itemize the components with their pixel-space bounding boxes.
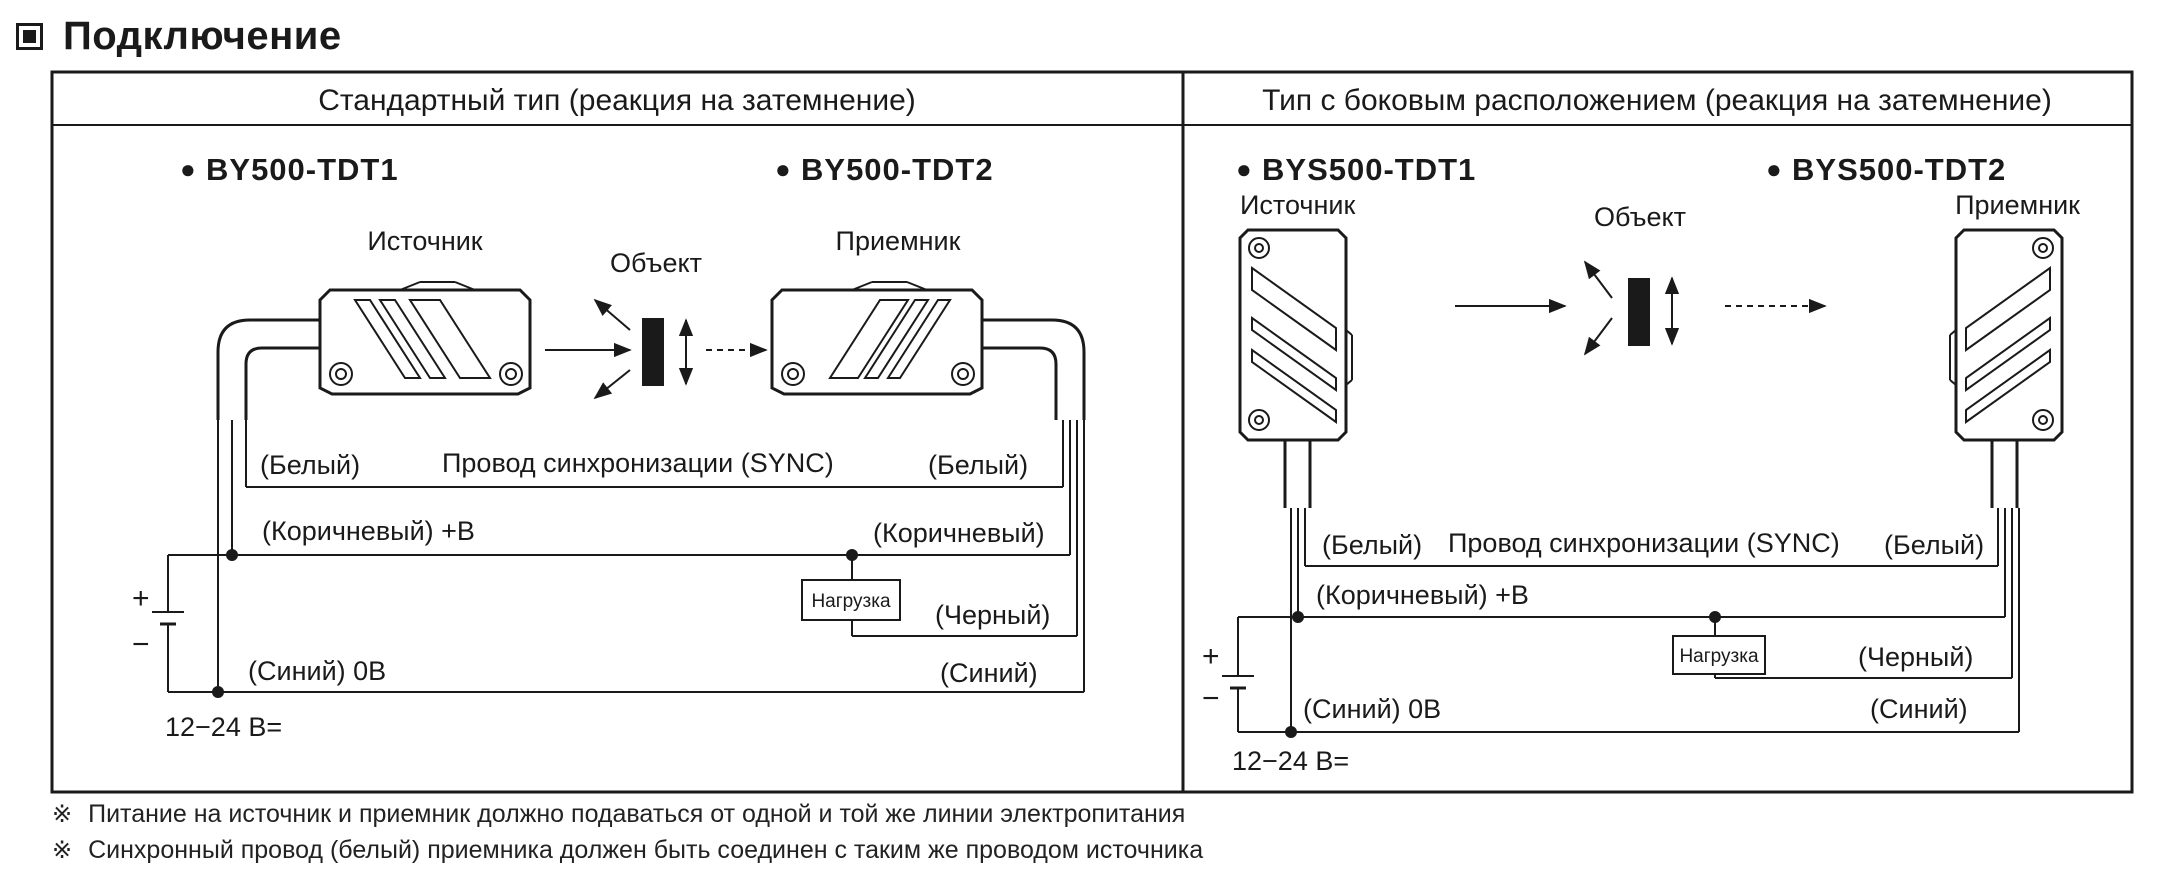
target-object — [1455, 260, 1827, 356]
model-bullet: ● — [1236, 154, 1252, 184]
blue-wire-label-left: (Синий) 0В — [1303, 694, 1441, 724]
model-bullet: ● — [1766, 154, 1782, 184]
section-heading: Подключение — [16, 8, 342, 64]
plus-sign: + — [132, 582, 150, 615]
supply-voltage: 12−24 В= — [165, 712, 282, 742]
model-by500-tdt1: BY500-TDT1 — [206, 152, 399, 187]
receiver-sensor — [770, 281, 1086, 420]
object-label: Объект — [1594, 202, 1686, 232]
blue-wire-label-right: (Синий) — [1870, 694, 1968, 724]
white-wire-label-left: (Белый) — [1322, 530, 1422, 560]
receiver-label: Приемник — [1955, 190, 2080, 220]
left-wiring — [152, 420, 1085, 698]
footnote-2: ※ Синхронный провод (белый) приемника до… — [52, 836, 1203, 865]
emitter-sensor — [216, 281, 532, 420]
minus-sign: − — [132, 628, 150, 661]
blue-wire-label-right: (Синий) — [940, 658, 1038, 688]
blue-wire-label-left: (Синий) 0В — [248, 656, 386, 686]
right-panel: Тип с боковым расположением (реакция на … — [1202, 84, 2080, 776]
reference-mark-icon: ※ — [52, 837, 73, 864]
side-emitter-sensor — [1238, 228, 1353, 508]
left-panel: Стандартный тип (реакция на затемнение) … — [132, 84, 1086, 742]
load-label: Нагрузка — [811, 591, 891, 612]
white-wire-label-right: (Белый) — [928, 450, 1028, 480]
emitter-label: Источник — [1240, 190, 1355, 220]
sync-wire-label: Провод синхронизации (SYNC) — [442, 448, 834, 478]
model-bullet: ● — [180, 154, 196, 184]
right-panel-title: Тип с боковым расположением (реакция на … — [1262, 84, 2052, 117]
minus-sign: − — [1202, 682, 1220, 715]
model-bys500-tdt1: BYS500-TDT1 — [1262, 152, 1476, 187]
object-label: Объект — [610, 248, 702, 278]
heading-title: Подключение — [63, 13, 342, 58]
side-receiver-sensor — [1949, 228, 2064, 508]
sync-wire-label: Провод синхронизации (SYNC) — [1448, 528, 1840, 558]
model-bys500-tdt2: BYS500-TDT2 — [1792, 152, 2006, 187]
black-wire-label: (Черный) — [1858, 642, 1973, 672]
footnote-1: ※ Питание на источник и приемник должно … — [52, 800, 1185, 829]
white-wire-label-right: (Белый) — [1884, 530, 1984, 560]
white-wire-label-left: (Белый) — [260, 450, 360, 480]
right-wiring — [1222, 508, 2020, 738]
brown-wire-label-left: (Коричневый) +В — [1316, 580, 1529, 610]
model-by500-tdt2: BY500-TDT2 — [801, 152, 994, 187]
diagram-frame — [50, 70, 2134, 794]
footnote-text: Синхронный провод (белый) приемника долж… — [88, 836, 1204, 864]
plus-sign: + — [1202, 640, 1220, 673]
square-bullet-icon — [16, 22, 43, 50]
receiver-label: Приемник — [836, 226, 961, 256]
left-panel-title: Стандартный тип (реакция на затемнение) — [318, 84, 916, 117]
load-label: Нагрузка — [1679, 646, 1759, 667]
target-object — [545, 298, 768, 400]
black-wire-label: (Черный) — [935, 600, 1050, 630]
reference-mark-icon: ※ — [52, 801, 73, 828]
brown-wire-label-right: (Коричневый) — [873, 518, 1045, 548]
footnote-text: Питание на источник и приемник должно по… — [88, 800, 1186, 828]
brown-wire-label-left: (Коричневый) +В — [262, 516, 475, 546]
supply-voltage: 12−24 В= — [1232, 746, 1349, 776]
model-bullet: ● — [775, 154, 791, 184]
emitter-label: Источник — [367, 226, 482, 256]
